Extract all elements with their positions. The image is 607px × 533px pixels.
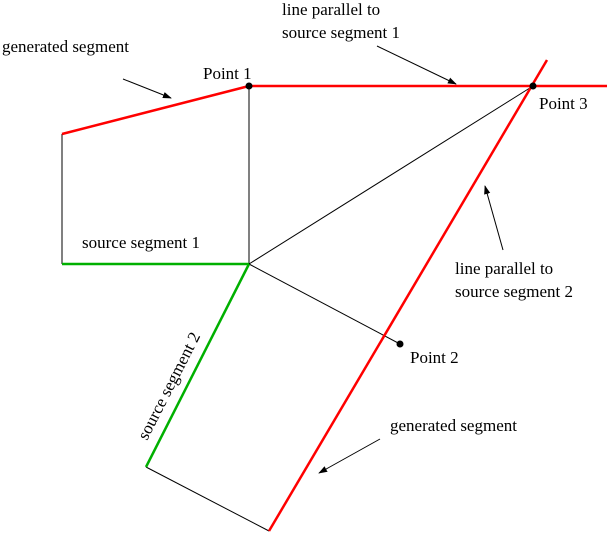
generated-segment-bottom-label: generated segment bbox=[390, 416, 517, 435]
point-3-dot bbox=[529, 82, 537, 90]
source-segment-1-label: source segment 1 bbox=[82, 233, 200, 252]
generated-segment-top-arrow bbox=[122, 78, 172, 99]
generated-segment-top-label: generated segment bbox=[2, 37, 129, 56]
point-1-dot bbox=[245, 82, 253, 90]
source-segment-2-line bbox=[144, 263, 251, 468]
point-3-label: Point 3 bbox=[539, 94, 588, 113]
parallel-line-2 bbox=[267, 59, 549, 532]
source-segment-2-label: source segment 2 bbox=[134, 329, 205, 443]
generated-segment-top-line bbox=[61, 84, 250, 136]
parallel-2-arrow bbox=[484, 185, 504, 251]
point-2-dot bbox=[396, 340, 404, 348]
parallel-1-label-line2: source segment 1 bbox=[282, 23, 400, 42]
center-to-point3-line bbox=[248, 85, 534, 265]
parallel-1-label-line1: line parallel to bbox=[282, 0, 380, 19]
parallel-1-arrow bbox=[376, 45, 457, 85]
point-2-label: Point 2 bbox=[410, 348, 459, 367]
center-to-point2-line bbox=[248, 263, 401, 345]
parallel-2-label-line2: source segment 2 bbox=[455, 282, 573, 301]
parallel-2-label-line1: line parallel to bbox=[455, 259, 553, 278]
generated-segment-bottom-arrow bbox=[318, 438, 381, 474]
bottom-connector-line bbox=[145, 466, 270, 532]
point-1-label: Point 1 bbox=[203, 64, 252, 83]
